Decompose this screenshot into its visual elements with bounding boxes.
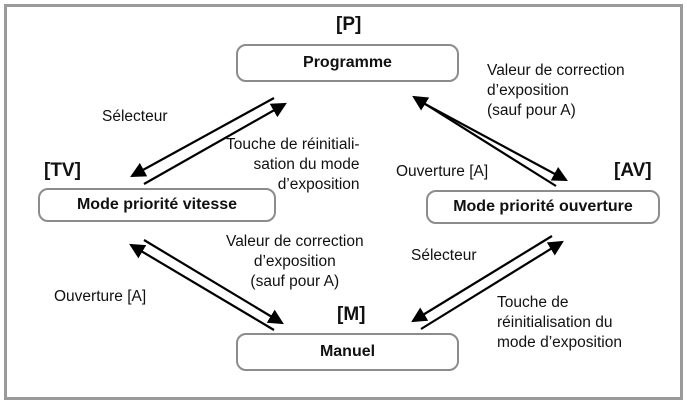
label-selecteur-top-left: Sélecteur [102, 108, 168, 125]
arrow-programme-to-vitesse [130, 97, 275, 178]
code-tv: [TV] [44, 160, 81, 181]
label-ouverture-bottom-left: Ouverture [A] [54, 288, 147, 305]
label-correction-bottom-left: Valeur de correction d’exposition (sauf … [226, 233, 364, 290]
arrow-manuel-to-vitesse [129, 243, 275, 331]
arrow-manuel-to-ouverture [420, 240, 564, 330]
mode-priorite-vitesse: Mode priorité vitesse [38, 188, 276, 222]
code-av: [AV] [614, 160, 652, 181]
label-reset-bottom-right: Touche de réinitialisation du mode d’exp… [497, 294, 622, 351]
mode-priorite-ouverture: Mode priorité ouverture [426, 190, 660, 224]
label-correction-top-right: Valeur de correction d’exposition (sauf … [487, 62, 625, 119]
arrow-vitesse-to-manuel [143, 239, 284, 325]
code-p: [P] [336, 14, 362, 35]
arrow-vitesse-to-programme [143, 102, 287, 185]
label-selecteur-bottom-right: Sélecteur [411, 247, 477, 264]
mode-programme: Programme [236, 44, 459, 82]
label-reset-top-left: Touche de réinitiali- sation du mode d’e… [226, 136, 360, 193]
arrow-programme-to-ouverture [424, 103, 568, 182]
arrow-ouverture-to-programme [412, 95, 557, 187]
mode-manuel: Manuel [236, 333, 459, 371]
code-m: [M] [337, 304, 366, 325]
label-ouverture-top-right: Ouverture [A] [396, 163, 489, 180]
arrow-ouverture-to-manuel [411, 235, 553, 323]
